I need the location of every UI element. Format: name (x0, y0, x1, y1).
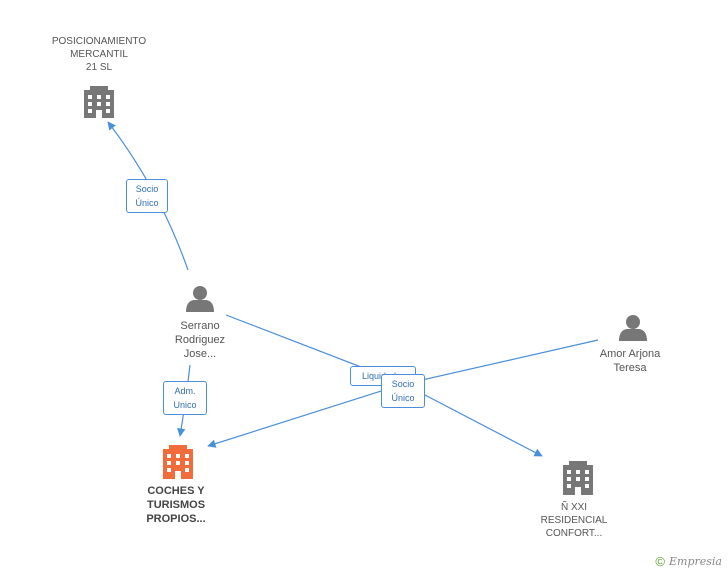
edge-label-socio-unico[interactable]: Socio Único (126, 179, 168, 213)
person-icon[interactable] (186, 286, 214, 312)
node-label-coches[interactable]: COCHES Y TURISMOS PROPIOS... (146, 485, 206, 525)
node-label-amor[interactable]: Amor Arjona Teresa (599, 348, 661, 374)
copyright-icon: © (655, 554, 665, 569)
brand-name: Empresia (669, 555, 722, 568)
building-icon[interactable] (163, 445, 193, 479)
building-icon[interactable] (563, 461, 593, 495)
node-label-posicionamiento[interactable]: POSICIONAMIENTO MERCANTIL 21 SL (51, 36, 147, 73)
edge-label-socio-unico-mid[interactable]: Socio Único (381, 374, 425, 408)
building-icon[interactable] (84, 86, 114, 118)
person-icon[interactable] (619, 315, 647, 341)
node-label-residencial[interactable]: Ñ XXI RESIDENCIAL CONFORT... (540, 502, 608, 539)
edge-label-adm-unico[interactable]: Adm. Unico (163, 381, 207, 415)
node-label-serrano[interactable]: Serrano Rodriguez Jose... (174, 320, 226, 360)
brand-watermark: © Empresia (655, 554, 722, 569)
